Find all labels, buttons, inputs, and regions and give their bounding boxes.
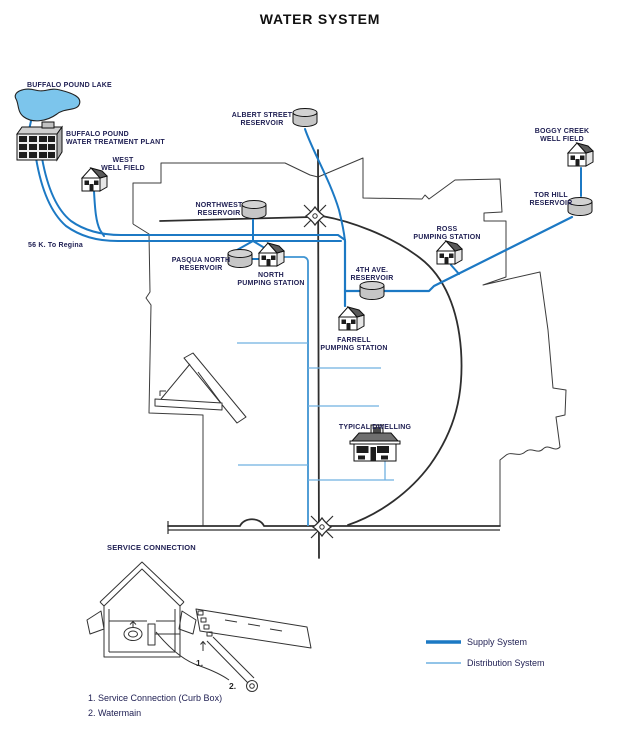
typical-dwelling-icon (349, 424, 401, 462)
label-typical-dwelling: TYPICAL DWELLING (339, 424, 412, 431)
northwest-reservoir-lines (236, 218, 264, 251)
fourth-ave-reservoir-icon (359, 281, 385, 300)
ross-pumping-station-icon (436, 240, 463, 265)
note-watermain: 2. Watermain (88, 708, 141, 718)
regina-pipeline-2 (41, 157, 346, 241)
watermain-pipe (206, 636, 255, 684)
albert-street-line (304, 128, 346, 242)
treatment-plant-icon (16, 121, 63, 162)
label-boggy-1: BOGGY CREEK (535, 128, 590, 135)
facility-icons (16, 108, 594, 462)
city-boundary (132, 157, 567, 526)
label-albert-2: RESERVOIR (241, 120, 284, 127)
regina-pipeline-1 (35, 157, 342, 242)
street-and-watermain-drawing (155, 608, 312, 692)
service-house-drawing (86, 561, 197, 658)
fourth-ave-torhill-line (343, 215, 574, 293)
buffalo-pound-lake (14, 88, 81, 122)
label-north-ps-2: PUMPING STATION (237, 280, 304, 287)
ring-road (321, 215, 463, 526)
label-pasqua-2: RESERVOIR (180, 265, 223, 272)
label-northwest-2: RESERVOIR (198, 210, 241, 217)
label-albert-1: ALBERT STREET (232, 112, 293, 119)
legend: Supply System Distribution System (426, 637, 545, 668)
callout-1: 1. (196, 658, 203, 668)
label-fourth-ave-1: 4TH AVE. (356, 267, 388, 274)
albert-street-reservoir-icon (292, 108, 318, 127)
distribution-trunk (284, 256, 309, 526)
label-farrell-1: FARRELL (337, 337, 371, 344)
legend-distribution-label: Distribution System (467, 658, 545, 668)
distribution-system-lines (237, 256, 394, 526)
ross-connector (450, 264, 460, 275)
airport-runways (154, 352, 247, 424)
label-torhill-2: RESERVOIR (530, 200, 573, 207)
label-ross-2: PUMPING STATION (413, 234, 480, 241)
pasqua-north-reservoir-icon (227, 249, 253, 268)
boggy-creek-wellfield-icon (567, 142, 594, 167)
label-56k-to-regina: 56 K. To Regina (28, 242, 83, 249)
watermain-cross-section (246, 680, 258, 692)
service-connection-inset: SERVICE CONNECTION (86, 543, 312, 718)
south-interchange-icon (310, 515, 334, 539)
label-plant-1: BUFFALO POUND (66, 131, 129, 138)
south-road-upper (167, 518, 501, 527)
label-torhill-1: TOR HILL (534, 192, 568, 199)
label-pasqua-1: PASQUA NORTH (172, 257, 230, 264)
legend-supply-label: Supply System (467, 637, 527, 647)
west-highway (159, 216, 313, 222)
lake-shape (14, 88, 81, 122)
map-labels: WATER SYSTEM BUFFALO POUND LAKE BUFFALO … (27, 11, 589, 431)
label-northwest-1: NORTHWEST (196, 202, 243, 209)
supply-system-lines (28, 111, 582, 308)
note-service-connection: 1. Service Connection (Curb Box) (88, 693, 222, 703)
north-interchange-icon (303, 204, 327, 228)
label-farrell-2: PUMPING STATION (320, 345, 387, 352)
farrell-pumping-station-icon (338, 306, 365, 331)
page-title: WATER SYSTEM (260, 11, 381, 27)
west-wellfield-line (93, 190, 105, 237)
label-west-1: WEST (112, 157, 134, 164)
label-fourth-ave-2: RESERVOIR (351, 275, 394, 282)
label-buffalo-pound-lake: BUFFALO POUND LAKE (27, 82, 112, 89)
northwest-reservoir-icon (241, 200, 267, 219)
label-ross-1: ROSS (437, 226, 458, 233)
label-boggy-2: WELL FIELD (540, 136, 584, 143)
service-connection-title: SERVICE CONNECTION (107, 543, 196, 552)
callout-leader (155, 631, 230, 681)
roads (159, 149, 501, 559)
callout-2: 2. (229, 681, 236, 691)
label-north-ps-1: NORTH (258, 272, 284, 279)
label-plant-2: WATER TREATMENT PLANT (66, 139, 165, 146)
label-west-2: WELL FIELD (101, 165, 145, 172)
